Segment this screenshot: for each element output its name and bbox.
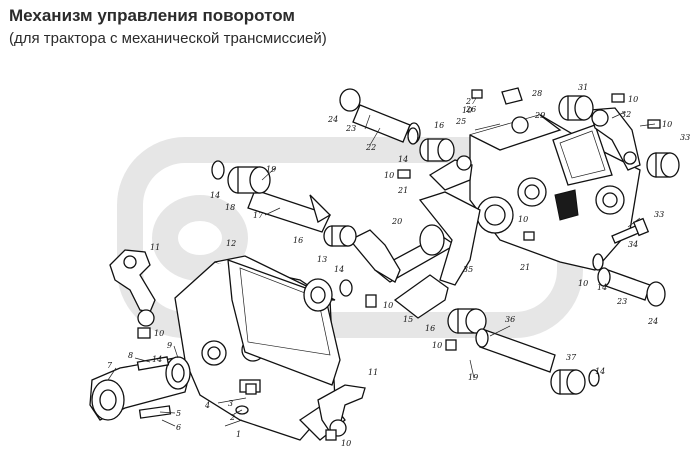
callout-14-d: 14 [597,283,607,292]
callout-10-j: 10 [462,106,472,115]
callout-36: 36 [505,315,515,324]
callout-6: 6 [176,423,181,432]
callout-10-a: 10 [628,95,638,104]
callout-2: 2 [229,413,235,422]
bolt-10-i [471,89,483,99]
shaft-36 [475,328,556,373]
callout-24-b: 24 [647,317,658,326]
callout-13: 13 [317,255,327,264]
lever-15 [393,274,449,319]
diagram-title: Механизм управления поворотом [9,6,295,25]
callout-21-a: 21 [397,186,408,195]
callout-10-c: 10 [384,171,394,180]
callout-10-f: 10 [432,341,442,350]
shaft-23-right [597,267,666,307]
bolt-10-c [397,169,411,179]
callout-14-c: 14 [334,265,344,274]
callout-18: 18 [225,203,235,212]
bolt-33 [611,217,650,244]
callout-28: 28 [531,89,542,98]
washer-14-b [407,127,419,145]
bolt-10-g [325,429,337,441]
fork-35 [418,191,481,286]
bushing-16-mid [323,225,357,247]
callout-10-b: 10 [662,120,672,129]
callout-25: 25 [455,117,466,126]
callout-27: 27 [465,97,477,106]
lever-21-upper [428,155,473,191]
lever-11-upper [109,249,156,327]
callout-14-b: 14 [398,155,408,164]
callout-33-b: 33 [654,210,664,219]
bolt-10-h [245,383,257,395]
callout-8: 8 [128,351,133,360]
callout-14-e: 14 [595,367,605,376]
lever-7-shaft [89,356,191,421]
callout-33-a: 33 [680,133,690,142]
callout-23-a: 23 [345,124,356,133]
washer-14-left [211,160,225,180]
callout-5: 5 [176,409,181,418]
callout-7: 7 [107,361,113,370]
pin-5 [138,405,172,419]
callout-11-b: 11 [368,368,378,377]
bolt-10-e [137,327,151,339]
callout-12: 12 [226,239,236,248]
callout-labels: 1 2 3 4 5 6 7 8 9 10 10 10 10 10 10 10 1… [107,83,690,448]
callout-21-b: 21 [519,263,530,272]
washer-14-a [339,279,353,297]
callout-37: 37 [566,353,577,362]
callout-29: 29 [534,111,545,120]
callout-34: 34 [628,240,638,249]
diagram-subtitle: (для трактора с механической трансмиссие… [9,30,327,47]
callout-10-i: 10 [518,215,528,224]
callout-11-a: 11 [150,243,160,252]
cap-28 [501,87,523,105]
callout-4: 4 [204,401,210,410]
callout-10-e: 10 [154,329,164,338]
callout-35: 35 [463,265,473,274]
callout-16-b: 16 [293,236,303,245]
callout-14-a: 14 [210,191,220,200]
callout-26: 26 [465,105,476,114]
callout-31: 31 [578,83,588,92]
bolt-10-d [365,294,377,308]
callout-16-a: 16 [434,121,444,130]
lever-32 [589,107,641,171]
bolt-10-a [611,93,625,103]
cover-plate [552,124,613,186]
callout-24-a: 24 [327,115,338,124]
callout-16-c: 16 [425,324,435,333]
bushing-16-upper [419,138,455,162]
callout-23-b: 23 [616,297,627,306]
callout-19-a: 19 [266,165,276,174]
callout-19-b: 19 [468,373,478,382]
callout-22: 22 [365,143,376,152]
callout-10-h: 10 [578,279,588,288]
callout-9: 9 [167,341,172,350]
callout-20: 20 [391,217,402,226]
bolt-10-j [523,231,535,241]
callout-15: 15 [403,315,413,324]
lever-13 [348,229,401,283]
bushing-37 [550,369,586,395]
bushing-18 [227,166,271,194]
callout-17: 17 [253,211,264,220]
washer-34 [592,253,604,271]
leader-lines [107,111,656,427]
bearing-15 [303,278,333,312]
bolt-10-f [445,339,457,351]
shaft-17 [247,189,332,233]
callout-1: 1 [236,430,241,439]
callout-14-f: 14 [152,355,162,364]
bushing-31 [558,95,594,121]
bushing-33-right [646,152,680,178]
callout-10-d: 10 [383,301,393,310]
callout-32: 32 [621,110,631,119]
callout-3: 3 [228,399,233,408]
bushing-16-lower [447,308,487,334]
washer-14-c [588,369,600,387]
callout-10-g: 10 [341,439,351,448]
